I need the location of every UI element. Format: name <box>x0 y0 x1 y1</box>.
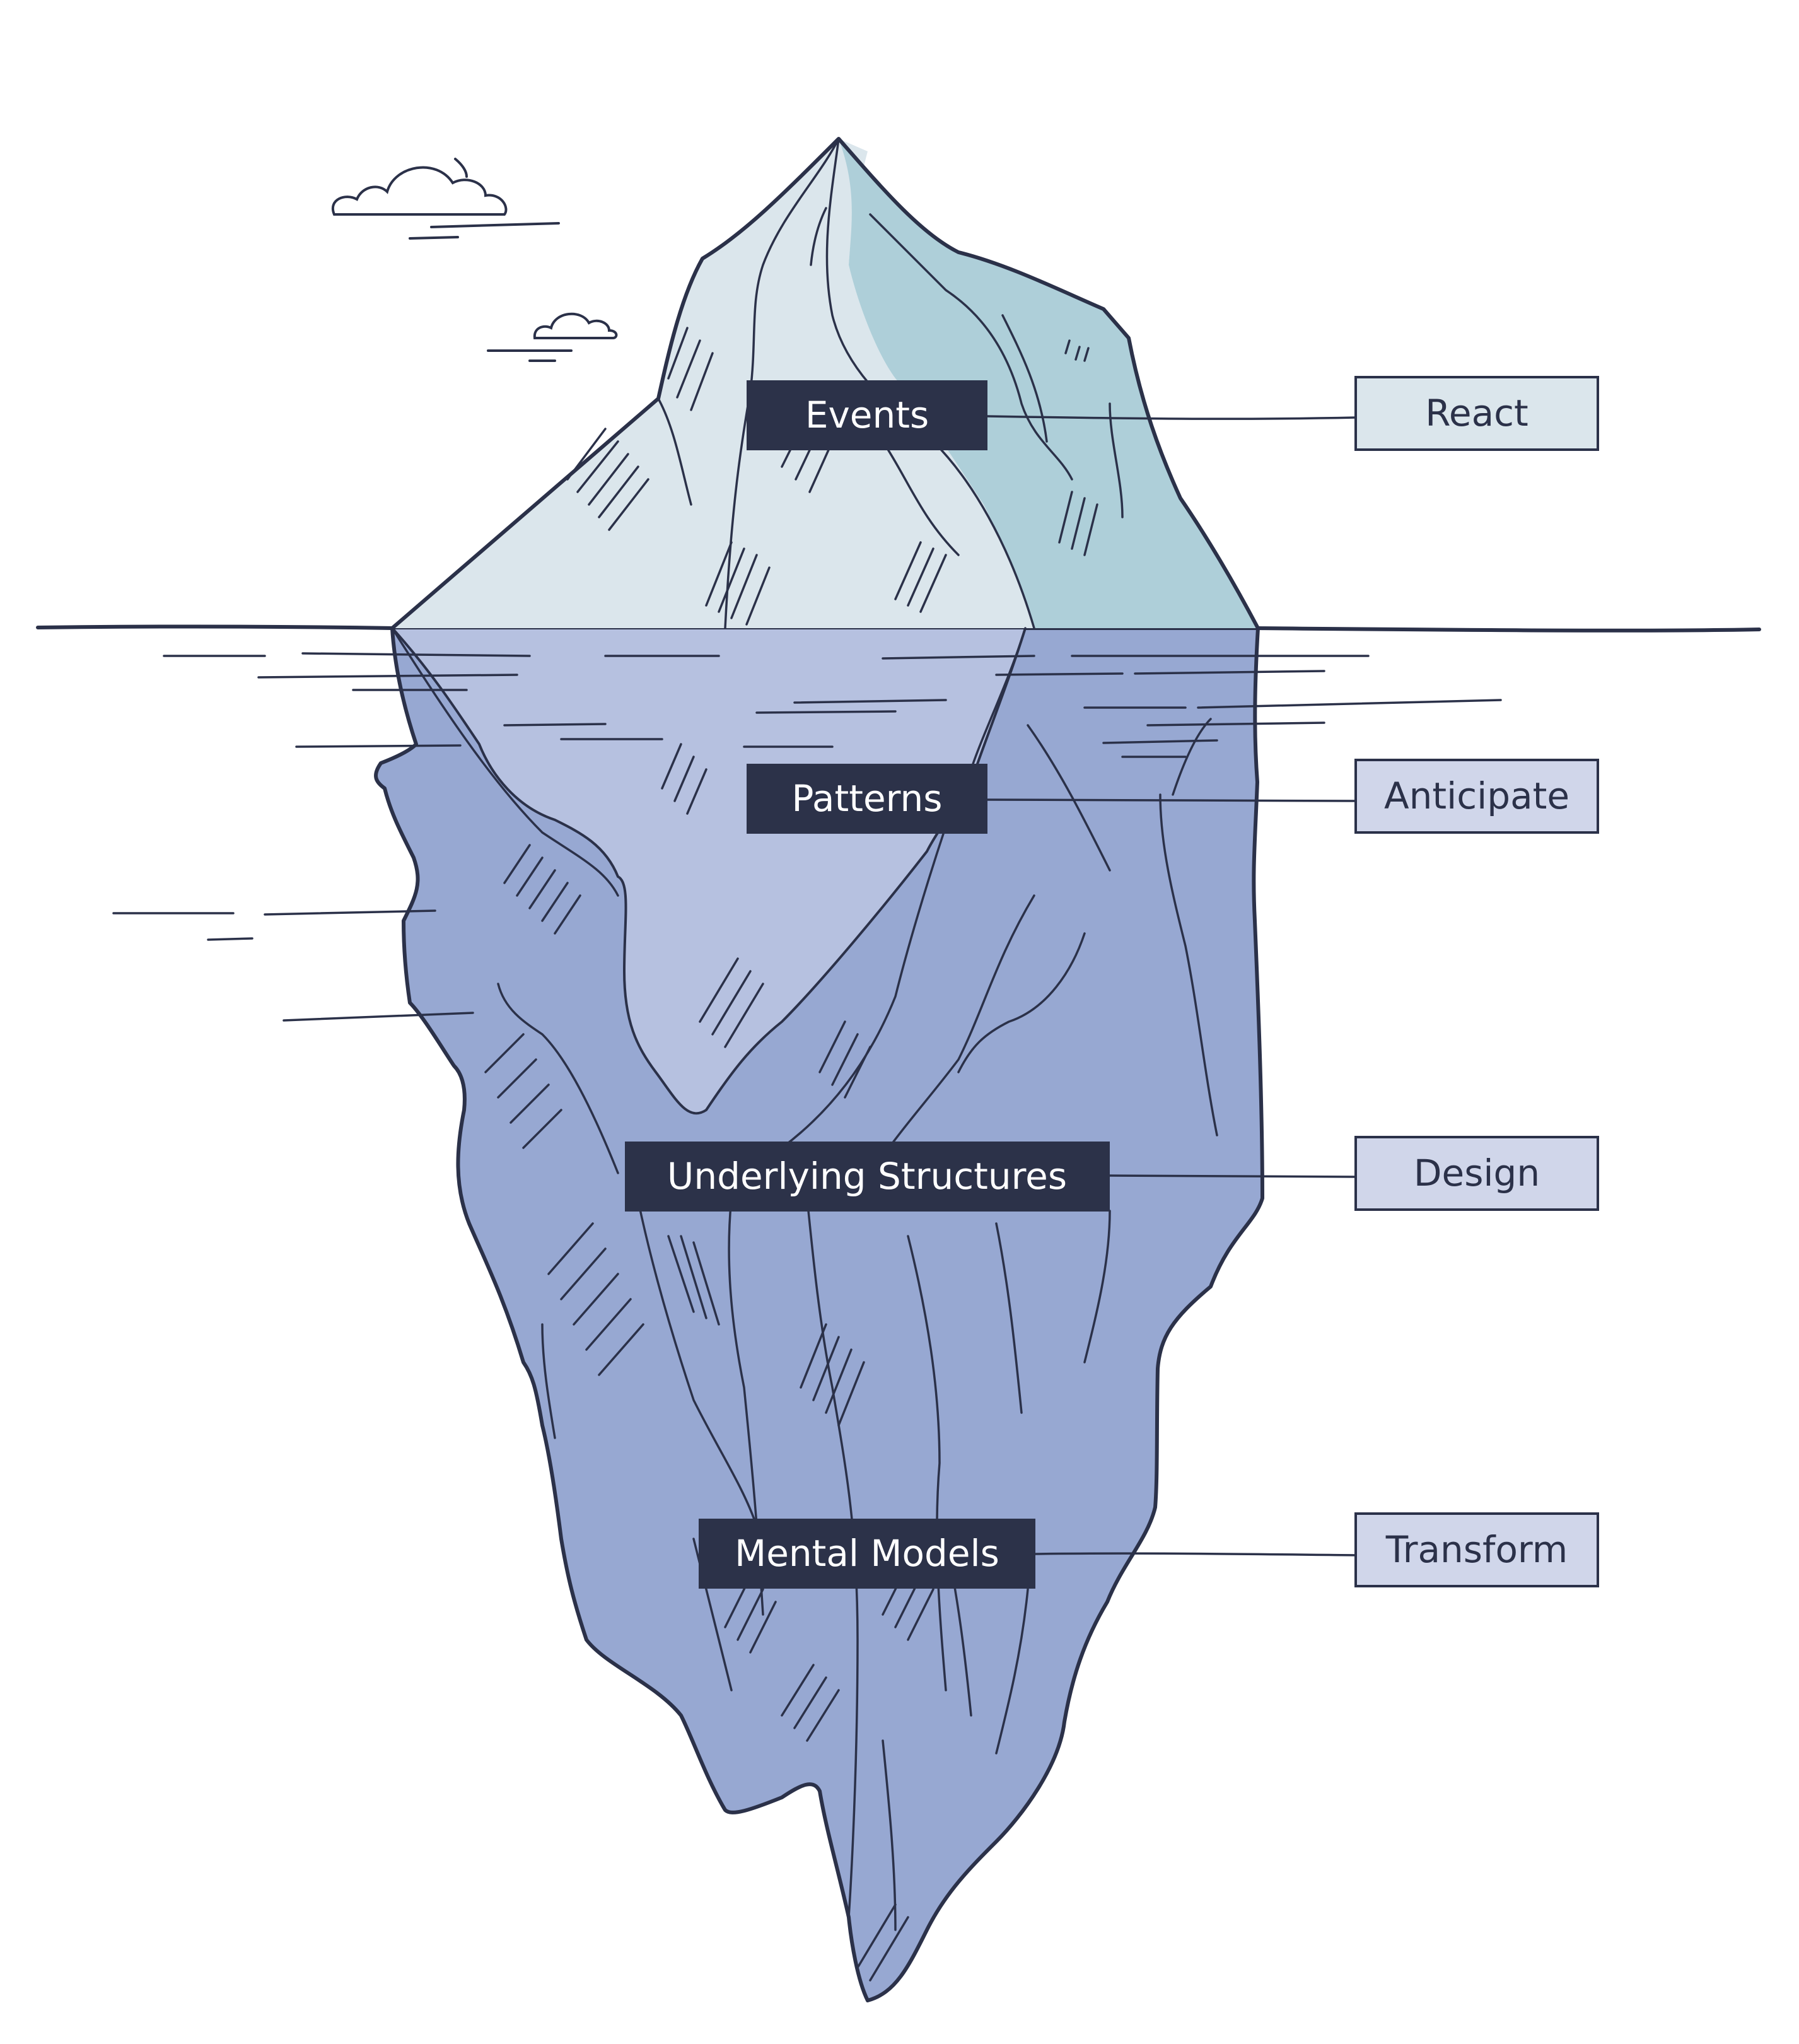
connector-models-transform <box>1035 1552 1356 1556</box>
connector-lines <box>987 415 1356 1556</box>
svg-text:Patterns: Patterns <box>792 777 943 820</box>
action-box-anticipate: Anticipate <box>1354 759 1599 834</box>
svg-text:Mental Models: Mental Models <box>735 1532 999 1575</box>
svg-text:Events: Events <box>805 394 929 436</box>
action-box-design: Design <box>1354 1136 1599 1211</box>
svg-text:Anticipate: Anticipate <box>1384 774 1569 817</box>
iceberg-tip-shade <box>839 139 1258 628</box>
connector-structures-design <box>1109 1174 1356 1178</box>
svg-text:Transform: Transform <box>1385 1528 1568 1571</box>
water-surface-line <box>36 624 1761 633</box>
svg-text:Underlying Structures: Underlying Structures <box>667 1155 1067 1198</box>
svg-text:React: React <box>1425 392 1528 435</box>
layer-label-patterns: Patterns <box>747 764 987 834</box>
iceberg-tip-outline <box>391 137 1260 630</box>
action-box-transform: Transform <box>1354 1512 1599 1587</box>
layer-label-underlying-structures: Underlying Structures <box>625 1142 1110 1212</box>
iceberg-sketch-lines <box>112 137 1502 1982</box>
iceberg-tip-light <box>392 139 1034 628</box>
layer-label-events: Events <box>747 380 987 450</box>
connector-patterns-anticipate <box>987 798 1356 802</box>
svg-text:Design: Design <box>1414 1152 1540 1194</box>
cloud-icon <box>487 312 618 362</box>
action-box-react: React <box>1354 376 1599 451</box>
cloud-icon <box>332 158 560 240</box>
layer-label-mental-models: Mental Models <box>699 1519 1035 1589</box>
connector-events-react <box>987 415 1356 420</box>
